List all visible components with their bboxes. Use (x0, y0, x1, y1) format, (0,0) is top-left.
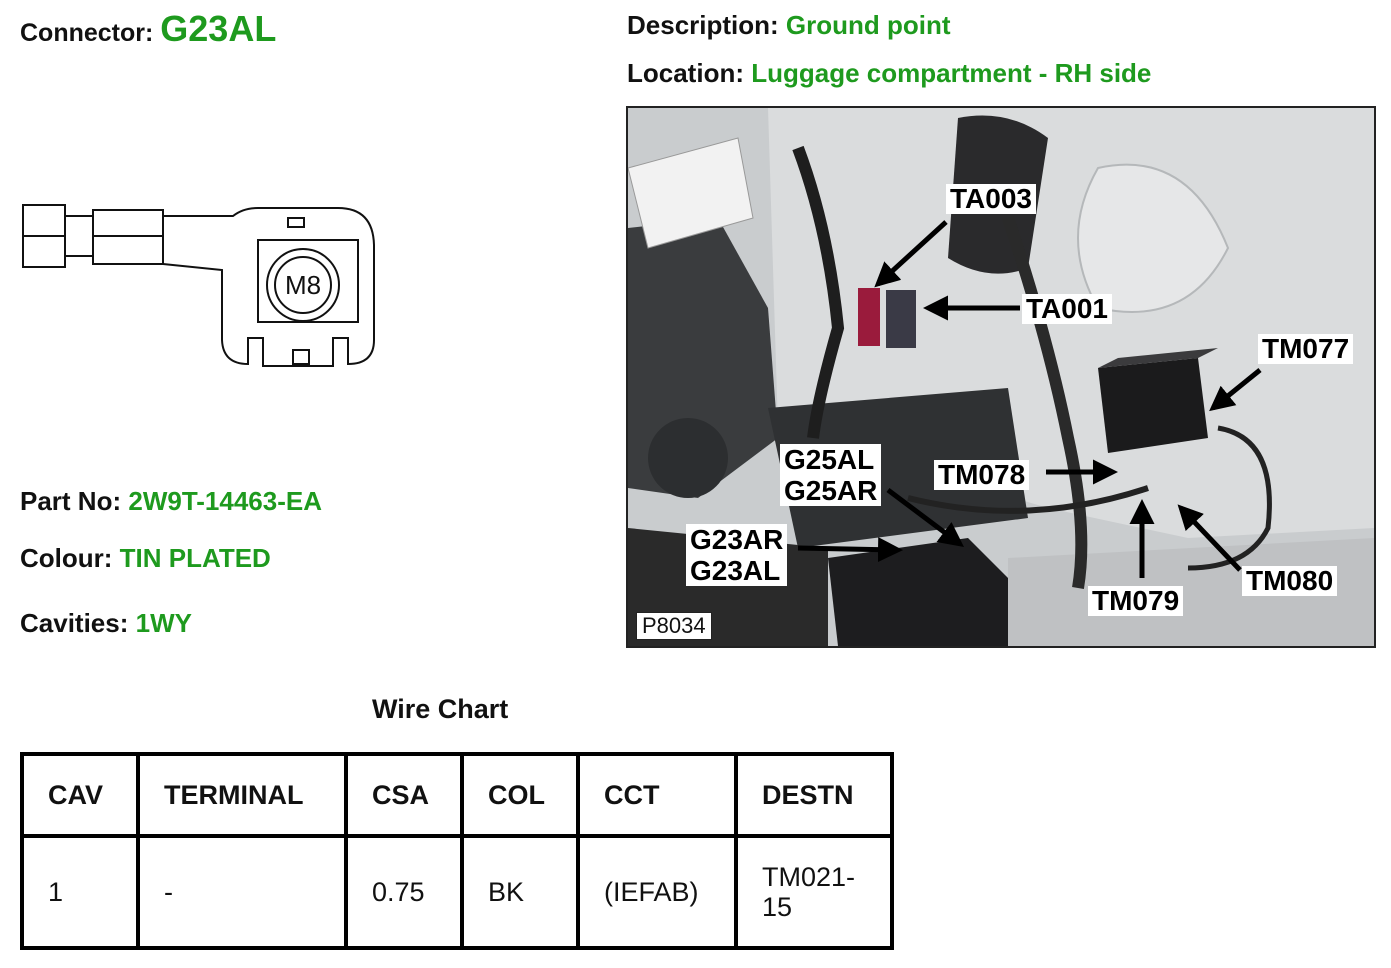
stud-label: M8 (285, 270, 321, 300)
description-row: Description: Ground point (627, 10, 951, 41)
connector-value: G23AL (160, 8, 277, 49)
cavities-row: Cavities: 1WY (20, 608, 192, 639)
location-value: Luggage compartment - RH side (751, 58, 1152, 88)
callout-tm079: TM079 (1088, 586, 1184, 616)
callout-g25: G25AL G25AR (780, 444, 882, 506)
part-number-row: Part No: 2W9T-14463-EA (20, 486, 322, 517)
colour-value: TIN PLATED (119, 543, 271, 573)
wire-chart-table: CAV TERMINAL CSA COL CCT DESTN 1 - 0.75 … (20, 752, 894, 950)
connector-label: Connector: (20, 19, 154, 47)
location-label: Location: (627, 58, 744, 88)
colour-row: Colour: TIN PLATED (20, 543, 271, 574)
header-cct: CCT (576, 752, 738, 838)
connector-drawing: M8 (22, 204, 375, 367)
cell-destn: TM021- 15 (734, 834, 894, 950)
callout-g23: G23AR G23AL (686, 524, 788, 586)
description-label: Description: (627, 10, 779, 40)
header-col: COL (460, 752, 580, 838)
location-row: Location: Luggage compartment - RH side (627, 58, 1151, 89)
cavities-label: Cavities: (20, 608, 129, 638)
callout-tm078: TM078 (934, 460, 1030, 490)
cell-terminal: - (136, 834, 348, 950)
cell-cct: (IEFAB) (576, 834, 738, 950)
header-csa: CSA (344, 752, 464, 838)
cell-csa: 0.75 (344, 834, 464, 950)
header-terminal: TERMINAL (136, 752, 348, 838)
table-row: 1 - 0.75 BK (IEFAB) TM021- 15 (20, 834, 894, 950)
location-photo: TA003 TA001 TM077 G25AL G25AR TM078 G23A… (626, 106, 1376, 648)
colour-label: Colour: (20, 543, 113, 573)
header-destn: DESTN (734, 752, 894, 838)
callout-tm080: TM080 (1242, 566, 1338, 596)
table-header-row: CAV TERMINAL CSA COL CCT DESTN (20, 752, 894, 838)
wire-chart-title: Wire Chart (372, 694, 509, 724)
header-cav: CAV (20, 752, 140, 838)
part-number-label: Part No: (20, 486, 122, 516)
connector-row: Connector: G23AL (20, 8, 276, 50)
cavities-value: 1WY (135, 608, 192, 638)
callout-ta003: TA003 (946, 184, 1036, 214)
callout-tm077: TM077 (1258, 334, 1354, 364)
description-value: Ground point (785, 10, 951, 40)
cell-cav: 1 (20, 834, 140, 950)
callout-ta001: TA001 (1022, 294, 1112, 324)
photo-id: P8034 (636, 612, 712, 640)
cell-col: BK (460, 834, 580, 950)
part-number-value: 2W9T-14463-EA (128, 486, 323, 516)
